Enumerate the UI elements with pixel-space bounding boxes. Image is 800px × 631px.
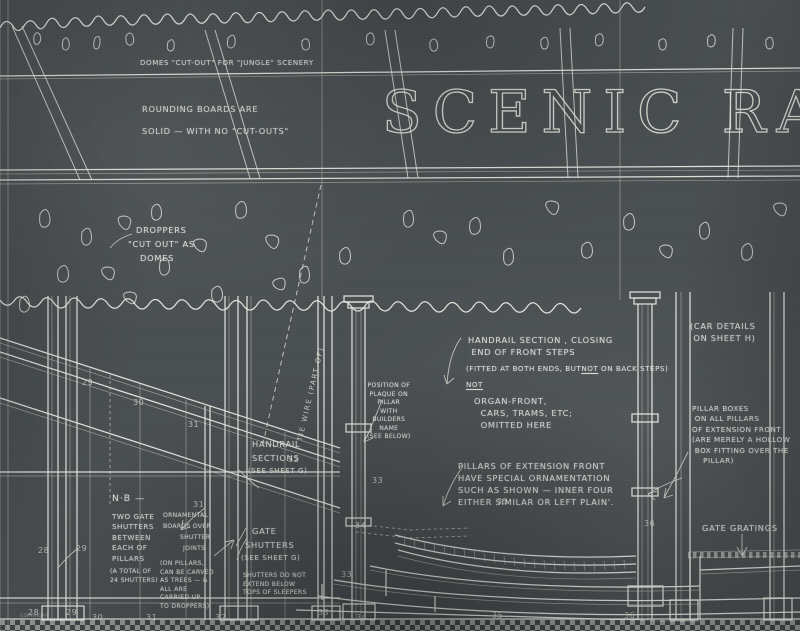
pillar-ornate-355 (342, 295, 376, 621)
tie-wire-line (261, 184, 322, 449)
leader-lines (57, 233, 748, 569)
gate-grating-strip (687, 549, 800, 559)
pillar-base-blocks (41, 597, 793, 621)
canopy-scalloped-edge (0, 2, 744, 181)
dropper-lower-scallop (0, 296, 582, 314)
front-steps-curve (295, 523, 800, 623)
upper-band-rails (0, 67, 800, 185)
pillars-right (675, 292, 785, 620)
bottom-paving-strip (0, 618, 800, 631)
dropper-cutouts (19, 200, 787, 313)
pillars-left (47, 296, 333, 620)
sheet-fold-lines (0, 0, 621, 631)
deck-rails-left (0, 471, 340, 604)
cutout-shapes-upper (33, 32, 774, 52)
pillar-ornate-640 (627, 291, 664, 620)
sloping-handrail-left (0, 337, 341, 620)
